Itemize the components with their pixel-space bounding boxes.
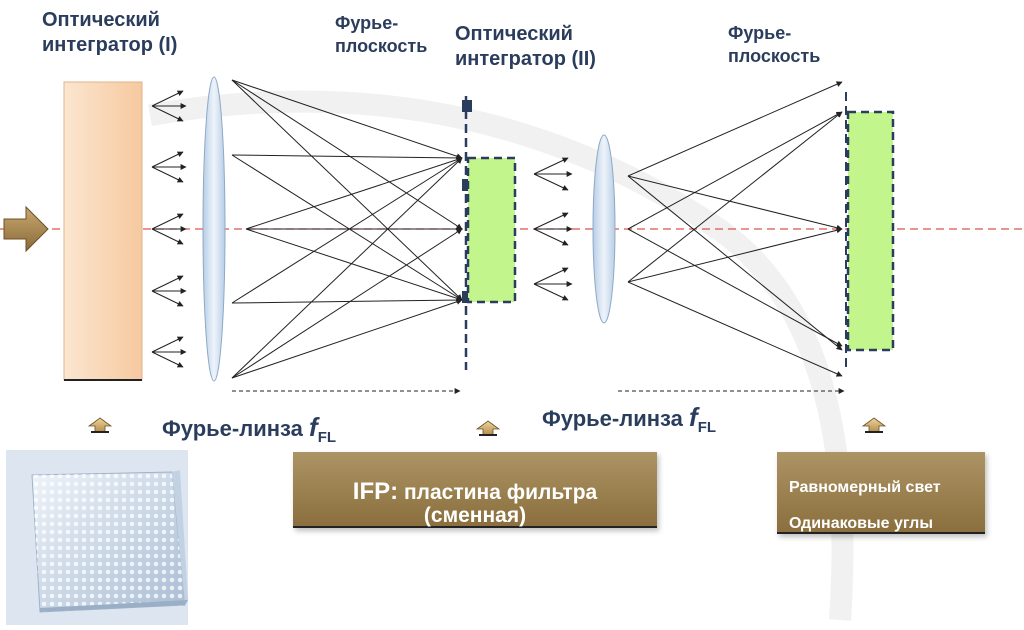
input-arrow-icon <box>3 205 49 253</box>
uniform-light-line2: Одинаковые углы <box>789 515 934 532</box>
label-integrator-1: Оптический интегратор (I) <box>42 8 177 58</box>
uniform-light-line1: Равномерный свет <box>789 479 941 496</box>
label-integrator-2-line1: Оптический <box>455 23 573 45</box>
fourier-lens-2 <box>592 134 616 324</box>
label-integrator-2: Оптический интегратор (II) <box>455 22 596 72</box>
fourier-lens-1 <box>202 76 226 382</box>
up-arrow-icon <box>475 420 501 436</box>
label-fourier-plane-2: Фурье- плоскость <box>728 22 820 67</box>
integrator-1 <box>63 81 143 381</box>
label-fourier-plane-2-line2: плоскость <box>728 45 821 66</box>
integrator-1-fans <box>151 90 187 368</box>
ifp-box-line1: IFP: пластина фильтра <box>293 478 657 506</box>
up-arrow-icon <box>861 417 887 433</box>
label-fourier-lens-2: Фурье-линза fFL <box>542 402 716 436</box>
label-fourier-plane-2-line1: Фурье- <box>728 23 792 43</box>
label-fourier-plane-1-line1: Фурье- <box>335 13 399 33</box>
background-arc <box>148 90 854 621</box>
label-fourier-plane-1-line2: плоскость <box>335 35 428 56</box>
uniform-light-box: Равномерный свет Одинаковые углы <box>777 452 985 534</box>
label-integrator-1-line2: интегратор (I) <box>42 34 178 56</box>
label-fourier-lens-2-subscript: FL <box>697 419 717 436</box>
label-fourier-lens-1-symbol: f <box>309 412 318 442</box>
integrator-2 <box>466 156 517 304</box>
label-fourier-lens-1-text: Фурье-линза <box>162 416 303 441</box>
ifp-box: IFP: пластина фильтра (сменная) <box>293 452 657 528</box>
ifp-box-line2: (сменная) <box>423 504 527 527</box>
integrator-2-fans <box>533 157 573 301</box>
rays-2 <box>627 81 843 377</box>
label-fourier-lens-2-text: Фурье-линза <box>542 406 683 431</box>
label-fourier-lens-2-symbol: f <box>689 402 698 432</box>
rays-1 <box>231 79 463 379</box>
output-plane <box>846 110 895 352</box>
label-fourier-lens-1: Фурье-линза fFL <box>162 412 336 446</box>
ifp-text: пластина фильтра <box>403 481 598 504</box>
label-fourier-lens-1-subscript: FL <box>317 429 337 446</box>
label-fourier-plane-1: Фурье- плоскость <box>335 12 427 57</box>
ifp-title: IFP: <box>352 478 399 505</box>
microlens-array-photo <box>6 450 188 625</box>
label-integrator-1-line1: Оптический <box>42 9 160 31</box>
label-integrator-2-line2: интегратор (II) <box>455 48 596 70</box>
up-arrow-icon <box>87 417 113 433</box>
